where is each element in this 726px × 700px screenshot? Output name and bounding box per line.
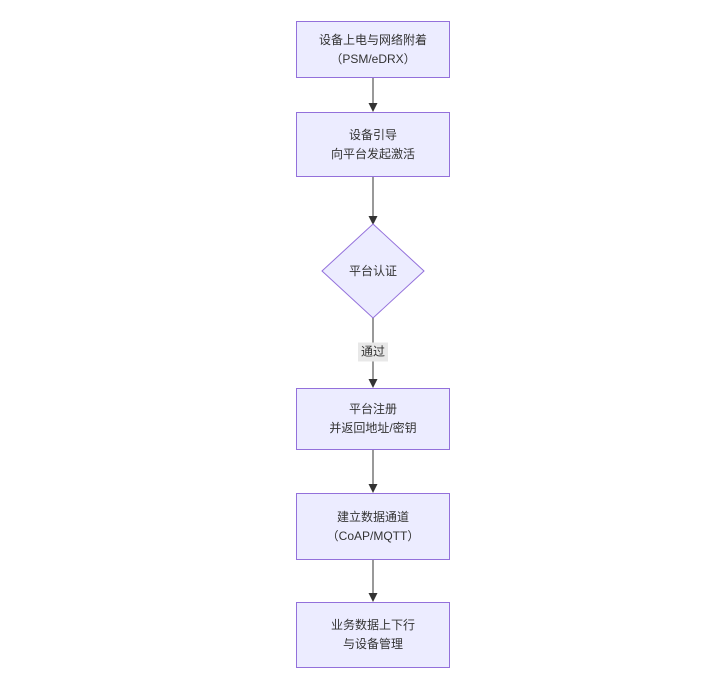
node-business-data: 业务数据上下行 与设备管理 (296, 602, 450, 668)
node-line: 平台注册 (348, 402, 397, 416)
node-data-channel: 建立数据通道 （CoAP/MQTT） (296, 493, 450, 560)
node-line: （CoAP/MQTT） (326, 528, 420, 543)
edge-label-pass: 通过 (357, 342, 389, 362)
edge-power-to-bootstrap (368, 78, 378, 112)
node-line: 向平台发起激活 (330, 146, 415, 161)
node-bootstrap-activate: 设备引导 向平台发起激活 (296, 112, 450, 177)
node-line: （PSM/eDRX） (330, 51, 416, 66)
node-line: 并返回地址/密钥 (329, 421, 417, 435)
arrowhead-icon (368, 103, 378, 112)
arrowhead-icon (368, 593, 378, 602)
node-power-attach: 设备上电与网络附着 （PSM/eDRX） (296, 21, 450, 78)
edge-register-to-channel (368, 450, 378, 493)
node-line: 建立数据通道 (336, 509, 409, 524)
edge-channel-to-business (368, 560, 378, 602)
node-line: 设备上电与网络附着 (318, 32, 427, 47)
arrowhead-icon (368, 379, 378, 388)
node-line: 设备引导 (348, 127, 397, 142)
node-line: 与设备管理 (342, 637, 403, 651)
arrowhead-icon (368, 216, 378, 225)
node-platform-register: 平台注册 并返回地址/密钥 (296, 388, 450, 450)
edge-bootstrap-to-auth (368, 177, 378, 225)
node-platform-auth-label: 平台认证 (348, 264, 397, 278)
node-line: 业务数据上下行 (330, 618, 415, 632)
arrowhead-icon (368, 484, 378, 493)
